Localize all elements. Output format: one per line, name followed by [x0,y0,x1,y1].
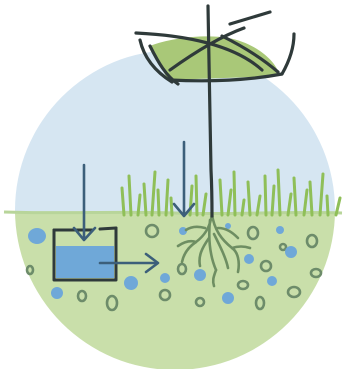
tank-rim-right [100,228,116,229]
canopy-wedge [136,12,294,84]
